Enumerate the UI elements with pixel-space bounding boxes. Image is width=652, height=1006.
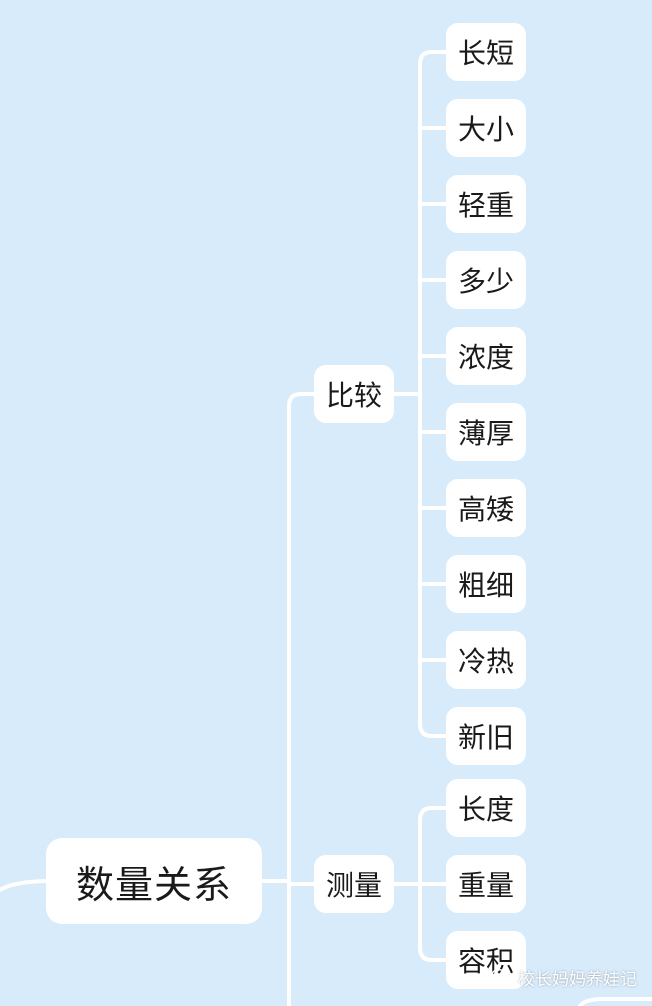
leaf-label: 长短 — [457, 37, 514, 70]
leaf-node[interactable]: 新旧 — [446, 707, 526, 765]
connector-offscreen-node — [578, 997, 652, 1006]
leaf-label: 长度 — [457, 793, 514, 826]
leaf-node[interactable]: 浓度 — [446, 327, 526, 385]
leaf-node[interactable]: 长短 — [446, 23, 526, 81]
branch-node-measure[interactable]: 测量 — [314, 855, 394, 913]
leaf-node[interactable]: 大小 — [446, 99, 526, 157]
branch-node-compare[interactable]: 比较 — [314, 365, 394, 423]
root-node[interactable]: 数量关系 — [46, 838, 262, 924]
wechat-icon — [491, 968, 510, 985]
leaf-label: 浓度 — [457, 341, 514, 374]
leaf-label: 新旧 — [457, 721, 514, 754]
leaf-label: 冷热 — [457, 645, 514, 678]
leaf-node[interactable]: 长度 — [446, 779, 526, 837]
connector-parent-to-root — [0, 879, 48, 892]
leaf-node[interactable]: 高矮 — [446, 479, 526, 537]
leaf-node[interactable]: 多少 — [446, 251, 526, 309]
connector-mid-trunk — [287, 392, 316, 1006]
leaf-label: 轻重 — [457, 189, 514, 222]
branch-label-compare: 比较 — [325, 379, 382, 412]
watermark-text: 校长妈妈养娃记 — [518, 969, 637, 990]
leaf-label: 高矮 — [457, 493, 514, 526]
watermark: 校长妈妈养娃记 — [490, 962, 637, 992]
leaf-label: 大小 — [457, 113, 514, 146]
leaf-label: 粗细 — [457, 569, 514, 602]
leaf-node[interactable]: 薄厚 — [446, 403, 526, 461]
branch-label-measure: 测量 — [325, 869, 382, 902]
leaf-node[interactable]: 粗细 — [446, 555, 526, 613]
leaf-label: 重量 — [457, 869, 514, 902]
connector-compare-trunk — [418, 50, 448, 738]
leaf-node[interactable]: 重量 — [446, 855, 526, 913]
leaf-label: 薄厚 — [457, 417, 514, 450]
leaf-label: 多少 — [457, 265, 514, 298]
root-node-label: 数量关系 — [75, 862, 232, 907]
leaf-node[interactable]: 轻重 — [446, 175, 526, 233]
leaf-node[interactable]: 冷热 — [446, 631, 526, 689]
